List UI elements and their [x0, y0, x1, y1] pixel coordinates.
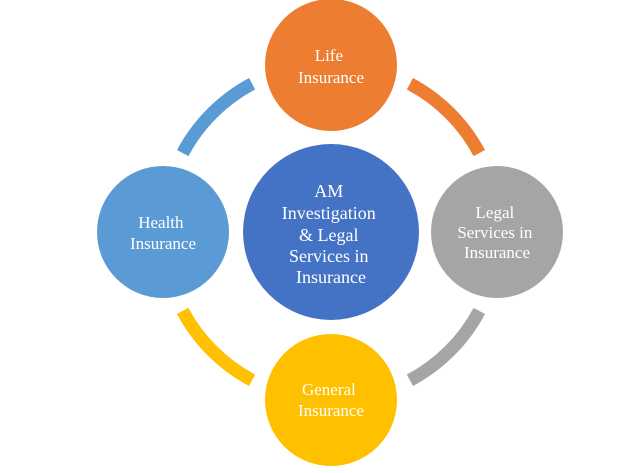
node-health-label: Health Insurance [130, 213, 196, 253]
node-general-insurance: General Insurance [265, 334, 397, 466]
node-life-insurance: Life Insurance [265, 0, 397, 131]
node-legal-services: Legal Services in Insurance [431, 166, 563, 298]
ring-segment-health-life [176, 77, 256, 157]
center-node-label: AM Investigation & Legal Services in Ins… [282, 181, 380, 287]
ring-segment-life-legal [406, 77, 486, 157]
ring [176, 77, 486, 387]
center-label-line: Insurance [296, 267, 366, 287]
node-legal-circle [431, 166, 563, 298]
ring-segment-general-health [176, 307, 256, 387]
node-general-label: General Insurance [298, 380, 364, 420]
center-label-line: Services in [289, 246, 368, 266]
node-health-circle [97, 166, 229, 298]
node-life-circle [265, 0, 397, 131]
center-node-circle [243, 144, 419, 320]
center-label-line: AM [314, 181, 343, 201]
center-label-line: & Legal [299, 225, 358, 245]
ring-segment-legal-general [406, 307, 486, 387]
node-legal-label: Legal Services in Insurance [457, 203, 536, 262]
node-life-label: Life Insurance [298, 46, 364, 87]
center-label-line: Investigation [282, 203, 376, 223]
node-health-insurance: Health Insurance [97, 166, 229, 298]
center-node: AM Investigation & Legal Services in Ins… [243, 144, 419, 320]
node-general-circle [265, 334, 397, 466]
